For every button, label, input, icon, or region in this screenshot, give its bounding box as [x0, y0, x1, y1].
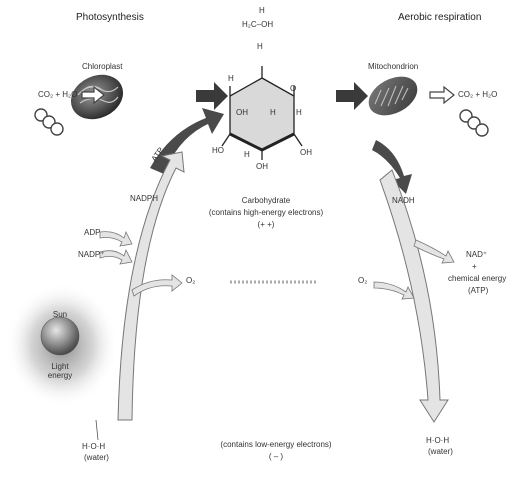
glucose-oh-right: OH [300, 148, 312, 157]
water-right-sub: (water) [428, 447, 453, 456]
glucose-h-inner: H [270, 108, 276, 117]
glucose-h-c4: H [257, 42, 263, 51]
glucose-h-right: H [296, 108, 302, 117]
inputs-left-label: CO₂ + H₂O [38, 90, 77, 99]
atp-arrow [150, 108, 224, 174]
light-energy-label: Light energy [40, 362, 80, 380]
o2-right-arrow [374, 282, 414, 299]
output-arrow [430, 87, 454, 103]
plus-label: + [472, 262, 477, 271]
nadh-label: NADH [392, 196, 415, 205]
nadp-label: NADP⁺ [78, 250, 104, 259]
water-left-label: H·O·H [82, 442, 105, 451]
carbohydrate-title: Carbohydrate [226, 196, 306, 205]
chloroplast-label: Chloroplast [82, 62, 122, 71]
glucose-top-group: H₂C–OH [242, 20, 273, 29]
chloroplast-to-glucose-arrow [196, 82, 228, 110]
glucose-oh-inner: OH [236, 108, 248, 117]
glucose-molecule [222, 66, 302, 160]
glucose-o: O [290, 84, 296, 93]
low-energy-marker: ( – ) [256, 452, 296, 461]
co2-molecule-left-icon [35, 109, 63, 135]
outputs-right-label: CO₂ + H₂O [458, 90, 497, 99]
glucose-top-h: H [259, 6, 265, 15]
sun-label: Sun [48, 310, 72, 319]
adp-label: ADP [84, 228, 100, 237]
carbohydrate-subtitle: (contains high-energy electrons) [196, 208, 336, 217]
adp-arrow [100, 232, 132, 246]
carbohydrate-marker: (+ +) [246, 220, 286, 229]
sun-icon [41, 317, 79, 355]
water-left-sub: (water) [84, 453, 109, 462]
atp-right-label: (ATP) [468, 286, 488, 295]
glucose-h-bottom: H [244, 150, 250, 159]
water-right-label: H·O·H [426, 436, 449, 445]
glucose-h-left: H [228, 74, 234, 83]
low-energy-label: (contains low-energy electrons) [206, 440, 346, 449]
nadph-label: NADPH [130, 194, 158, 203]
photosynthesis-header: Photosynthesis [76, 12, 144, 23]
glucose-ho: HO [212, 146, 224, 155]
glucose-to-mitochondrion-arrow [336, 82, 368, 110]
o2-left-label: O₂ [186, 276, 195, 285]
aerobic-respiration-header: Aerobic respiration [398, 12, 481, 23]
respiration-arc [380, 170, 448, 422]
mitochondrion-label: Mitochondrion [368, 62, 418, 71]
chemical-energy-label: chemical energy [448, 274, 506, 283]
co2-molecule-right-icon [460, 110, 488, 136]
mitochondrion-icon [362, 69, 424, 123]
nad-label: NAD⁺ [466, 250, 487, 259]
o2-right-label: O₂ [358, 276, 367, 285]
glucose-oh-bottom: OH [256, 162, 268, 171]
nadp-arrow [100, 250, 132, 264]
